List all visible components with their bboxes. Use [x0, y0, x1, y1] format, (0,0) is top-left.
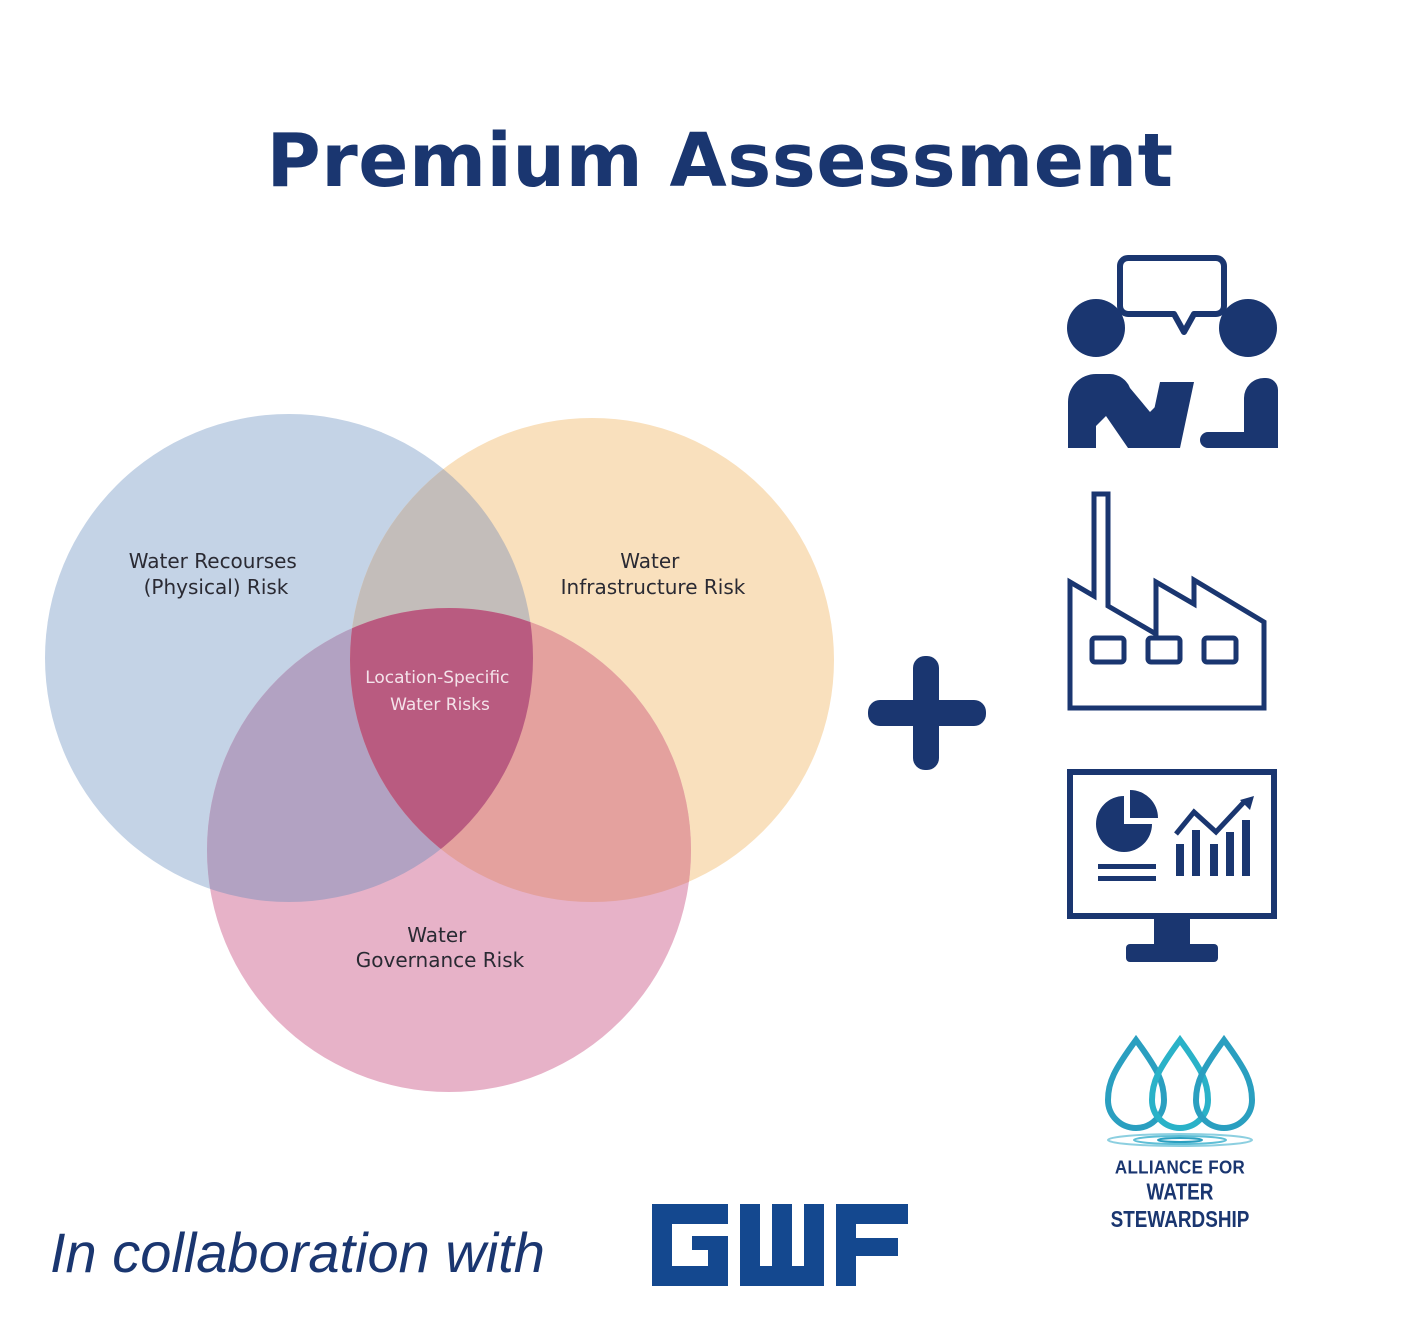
factory-icon — [1067, 491, 1267, 711]
aws-logo-line1: ALLIANCE FOR — [1114, 1157, 1246, 1178]
meeting-icon — [1067, 255, 1278, 448]
gwf-logo — [652, 1204, 908, 1286]
aws-logo: ALLIANCE FOR WATER STEWARDSHIP — [1062, 1012, 1298, 1232]
aws-water-drops-icon — [1104, 1034, 1256, 1147]
collaboration-text: In collaboration with — [50, 1221, 545, 1284]
venn-label-governance: Water Governance Risk — [356, 923, 525, 972]
page-title: Premium Assessment — [266, 118, 1174, 204]
venn-label-physical: Water Recourses (Physical) Risk — [129, 549, 303, 599]
venn-overlap-center — [350, 608, 533, 902]
venn-label-infrastructure: Water Infrastructure Risk — [561, 549, 746, 599]
aws-logo-line2: WATER STEWARDSHIP — [1110, 1178, 1250, 1233]
plus-icon — [868, 656, 986, 770]
dashboard-monitor-icon — [1067, 769, 1277, 962]
venn-label-center: Location-Specific Water Risks — [365, 668, 515, 715]
